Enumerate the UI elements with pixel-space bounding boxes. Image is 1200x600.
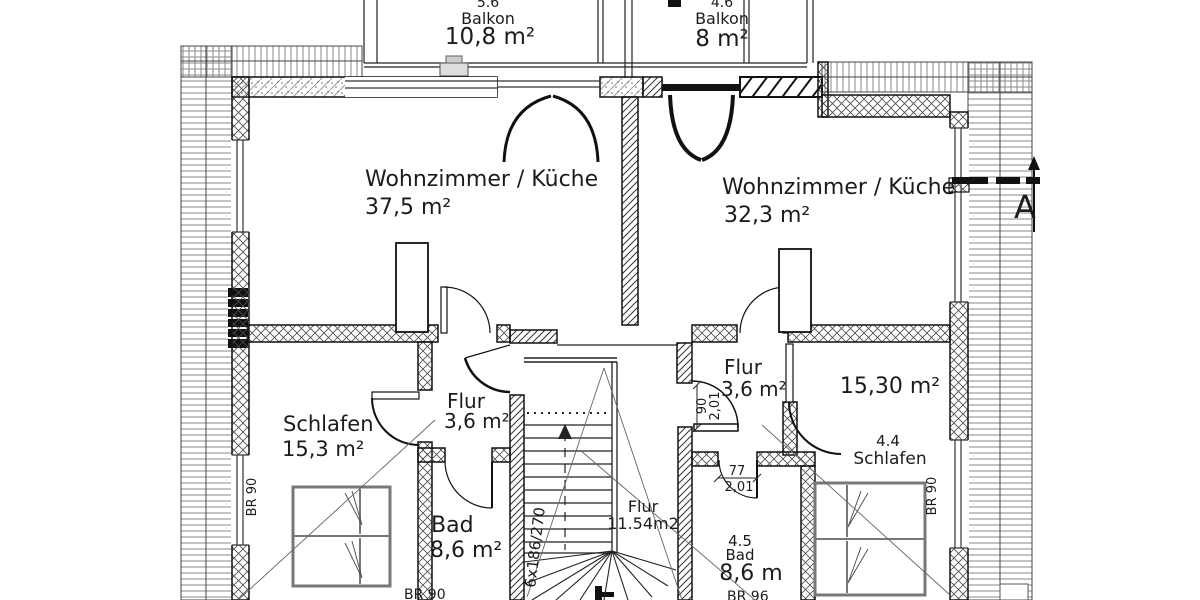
label-bad-right-name: Bad: [725, 546, 754, 564]
kitchen-unit-left: [395, 242, 429, 333]
doors: [371, 94, 842, 509]
label-balkon-left-area: 10,8 m²: [445, 24, 535, 50]
parapet-label-bottom-left: BR 90: [404, 587, 446, 600]
label-schlafen-left-area: 15,3 m²: [282, 437, 364, 461]
balcony-door-right-leaf: [668, 94, 702, 162]
label-balkon-right-area: 8 m²: [695, 26, 749, 52]
label-treppenhaus-name: Flur: [628, 497, 659, 516]
label-flur-left-name: Flur: [447, 389, 486, 413]
label-bad-left-area: 8,6 m²: [430, 538, 502, 563]
balcony-door-left-leaf: [502, 94, 552, 163]
label-wohnkueche-right-name: Wohnzimmer / Küche: [722, 175, 955, 200]
window-left-bedroom: [231, 454, 250, 546]
door-bad-left: [444, 461, 493, 509]
stairwell-wall-left: [509, 394, 525, 600]
label-wohnkueche-right-area: 32,3 m²: [724, 203, 810, 228]
dim-flur-height-label: 2,01: [708, 392, 723, 421]
north-marker: [668, 0, 681, 7]
balcony-step: [439, 62, 469, 77]
parapet-label-right: BR 90: [925, 477, 940, 516]
kitchen-unit-right: [778, 248, 812, 333]
label-balkon-left-name: Balkon: [461, 9, 515, 28]
parapet-label-left: BR 90: [245, 478, 260, 517]
bed-left: [291, 485, 392, 588]
stairwell-wall-right: [677, 426, 693, 600]
label-flur-right-name: Flur: [724, 355, 763, 379]
dim-bad-height-label: 2,01: [725, 480, 754, 495]
interior-walls: [247, 96, 951, 600]
label-schlafen-right-unit: 4.4: [876, 432, 900, 450]
label-balkon-right-name: Balkon: [695, 9, 749, 28]
label-balkon-right-unit: 4.6: [711, 0, 733, 11]
label-schlafen-left-name: Schlafen: [283, 412, 374, 436]
label-balkon-left-unit: 5.6: [477, 0, 499, 11]
window-left-living: [231, 139, 250, 233]
dormer-cutout: [999, 583, 1029, 600]
dim-bad-door: [713, 473, 762, 483]
label-schlafen-right-area: 15,30 m²: [840, 374, 940, 399]
window-right-bedroom: [949, 439, 969, 549]
bed-right: [813, 481, 927, 597]
room-labels: 5.6 Balkon 10,8 m² 4.6 Balkon 8 m² Wohnz…: [282, 0, 955, 586]
roof-overhang: [180, 45, 1033, 600]
window-top-left: [345, 77, 497, 97]
section-letter-label: A: [1014, 188, 1036, 226]
door-schlafen-right: [785, 343, 842, 455]
label-flur-left-area: 3,6 m²: [444, 409, 510, 433]
door-sill: [662, 84, 740, 91]
balconies: [363, 0, 814, 78]
label-wohnkueche-left-name: Wohnzimmer / Küche: [365, 167, 598, 192]
balcony-mat: [445, 55, 463, 64]
entry-door-left: [463, 344, 511, 394]
roof-slope-lines: [237, 367, 951, 600]
label-bad-right-unit: 4.5: [728, 532, 752, 550]
door-living-flur-left: [440, 286, 491, 334]
section-marker: A: [952, 156, 1040, 232]
furniture: [291, 242, 927, 597]
dim-flur-door: [692, 380, 702, 433]
door-bad-right: [718, 459, 758, 499]
label-schlafen-right-name: Schlafen: [853, 449, 926, 469]
label-wohnkueche-left-area: 37,5 m²: [365, 195, 451, 220]
label-bad-left-name: Bad: [431, 513, 474, 538]
winder-treads: [523, 550, 677, 600]
dim-flur-width-label: 90: [695, 398, 710, 415]
party-wall: [621, 96, 639, 326]
dim-bad-width-label: 77: [729, 464, 746, 479]
parapet-label-bottom-right: BR 96: [727, 589, 769, 600]
door-schlafen-left: [371, 391, 420, 446]
label-flur-right-area: 3,6 m²: [721, 377, 787, 401]
label-treppenhaus-area: 11.54m2: [607, 514, 679, 533]
staircase: [523, 357, 677, 600]
window-right-living: [948, 127, 970, 303]
label-bad-right-area: 8,6 m: [719, 561, 782, 586]
stair-up-arrow: [558, 424, 572, 439]
windows: [231, 77, 970, 549]
